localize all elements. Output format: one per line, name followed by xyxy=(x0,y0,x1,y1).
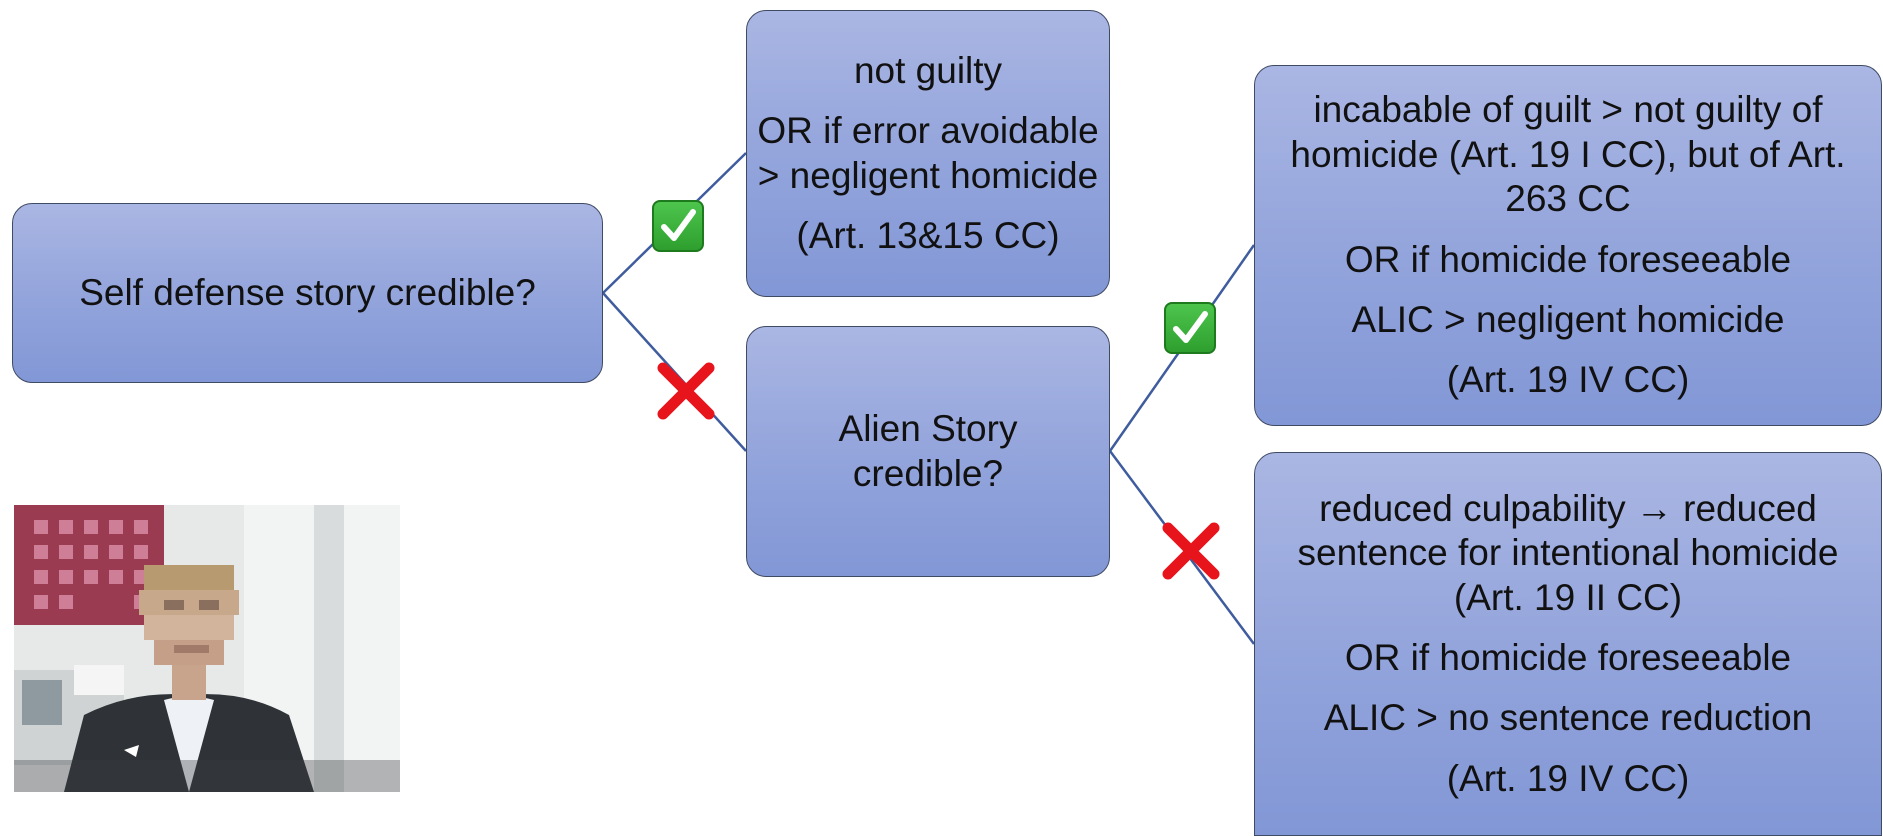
right-bottom-result-box: reduced culpability → reduced sentence f… xyxy=(1254,452,1882,836)
top-result-box: not guilty OR if error avoidable > negli… xyxy=(746,10,1110,297)
check-mark-icon xyxy=(652,200,704,252)
right-arrow-icon: → xyxy=(1635,487,1673,529)
right-top-line-4: (Art. 19 IV CC) xyxy=(1446,359,1690,401)
root-question-box: Self defense story credible? xyxy=(12,203,603,383)
right-bottom-line-1b: reduced sentence for intentional homicid… xyxy=(1297,487,1839,618)
cross-mark-icon xyxy=(657,362,715,420)
pixelated-person-photo xyxy=(14,505,400,792)
alien-question-label: Alien Story credible? xyxy=(838,408,1018,494)
right-top-result-box: incabable of guilt > not guilty of homic… xyxy=(1254,65,1882,426)
right-bottom-line-2: OR if homicide foreseeable xyxy=(1344,637,1792,678)
check-mark-icon xyxy=(1164,302,1216,354)
right-top-line-3: ALIC > negligent homicide xyxy=(1351,298,1785,340)
cross-mark-icon xyxy=(1162,522,1220,580)
right-bottom-line-4: (Art. 19 IV CC) xyxy=(1446,757,1690,799)
top-result-line-3: (Art. 13&15 CC) xyxy=(796,214,1060,256)
root-question-label: Self defense story credible? xyxy=(79,271,536,313)
alien-question-box: Alien Story credible? xyxy=(746,326,1110,577)
top-result-line-1: not guilty xyxy=(853,49,1003,91)
right-bottom-line-1a: reduced culpability xyxy=(1319,487,1626,529)
top-result-line-2: OR if error avoidable > negligent homici… xyxy=(757,110,1099,196)
right-bottom-line-3: ALIC > no sentence reduction xyxy=(1323,697,1813,739)
right-top-line-1: incabable of guilt > not guilty of homic… xyxy=(1290,89,1846,220)
right-bottom-line-1: reduced culpability → reduced sentence f… xyxy=(1255,487,1881,620)
right-top-line-2: OR if homicide foreseeable xyxy=(1344,238,1792,280)
